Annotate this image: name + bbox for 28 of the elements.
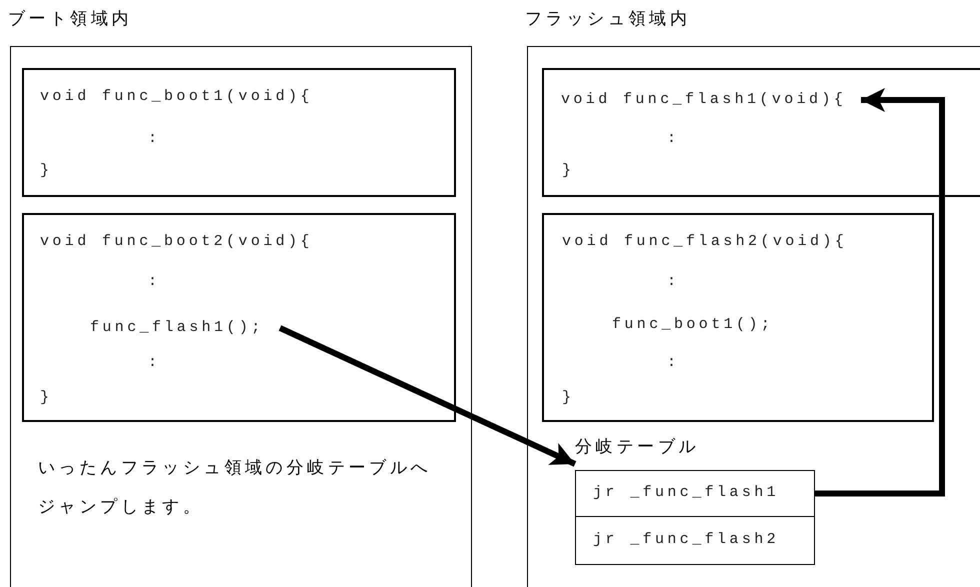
code-line: :	[148, 273, 160, 291]
code-line: func_flash1();	[90, 318, 280, 338]
code-box	[542, 213, 934, 422]
code-line: void func_boot2(void){	[40, 233, 313, 251]
code-line: :	[667, 273, 680, 291]
arrow	[278, 325, 576, 467]
region-heading: ブート領域内	[8, 10, 132, 28]
code-box	[22, 213, 456, 422]
code-box	[542, 68, 980, 197]
code-line: }	[562, 162, 574, 180]
note-text: いったんフラッシュ領域の分岐テーブルへジャンプします。	[38, 457, 432, 519]
code-line: }	[40, 162, 52, 180]
code-line: void func_flash2(void){	[562, 233, 848, 251]
code-line: :	[148, 130, 160, 148]
table-heading: 分岐テーブル	[575, 438, 700, 456]
code-line: func_boot1();	[612, 316, 774, 334]
code-line: :	[148, 354, 160, 372]
table-row: jr _func_flash2	[575, 517, 815, 565]
code-line: }	[562, 389, 574, 407]
region-heading: フラッシュ領域内	[525, 10, 691, 28]
code-box	[22, 68, 456, 197]
code-line: }	[40, 389, 52, 407]
table-row: jr _func_flash1	[575, 470, 815, 517]
code-line: void func_flash1(void){	[561, 90, 861, 110]
code-line: void func_boot1(void){	[40, 88, 313, 106]
code-line: :	[667, 130, 680, 148]
code-line: :	[667, 354, 680, 372]
arrow	[815, 88, 945, 496]
